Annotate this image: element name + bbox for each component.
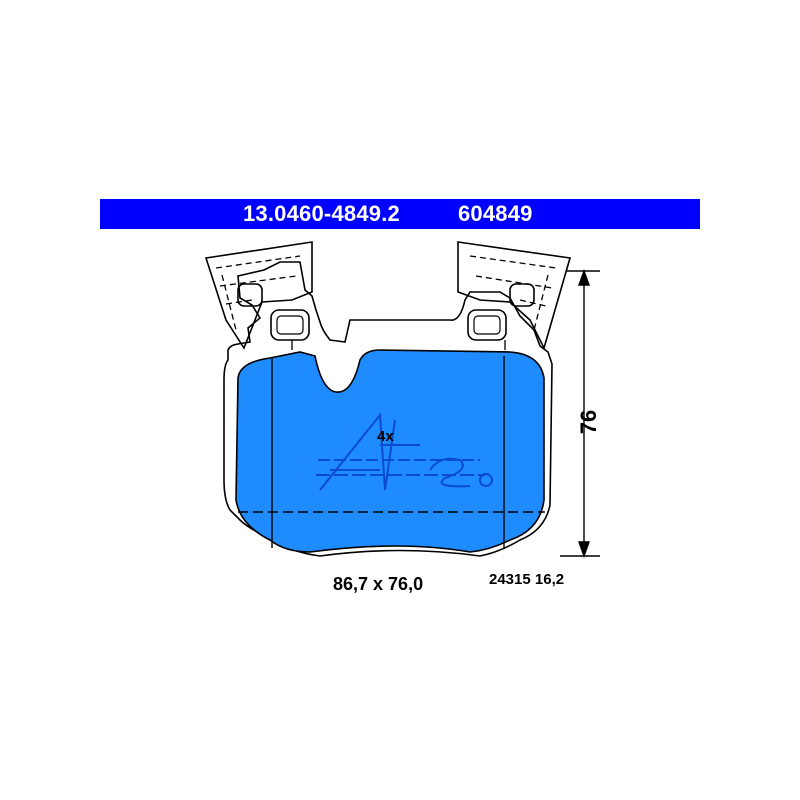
part-number-banner: 13.0460-4849.2 604849 [100, 199, 700, 229]
backing-plate-outline [223, 261, 553, 557]
height-label: 76 [576, 409, 601, 435]
reference-label: 24315 16,2 [489, 571, 565, 588]
height-dimension [560, 268, 600, 559]
dimensions-label: 86,7 x 76,0 [333, 574, 424, 594]
left-lower-hole [270, 309, 310, 341]
quantity-label: 4x [377, 428, 394, 445]
right-lower-hole [467, 309, 507, 341]
left-mounting-tab [204, 241, 313, 350]
right-mounting-tab [457, 241, 572, 351]
ate-logo [316, 412, 493, 491]
right-upper-hole [509, 283, 535, 307]
left-upper-hole [237, 283, 263, 307]
part-code: 604849 [458, 201, 533, 226]
part-number: 13.0460-4849.2 [243, 201, 400, 226]
